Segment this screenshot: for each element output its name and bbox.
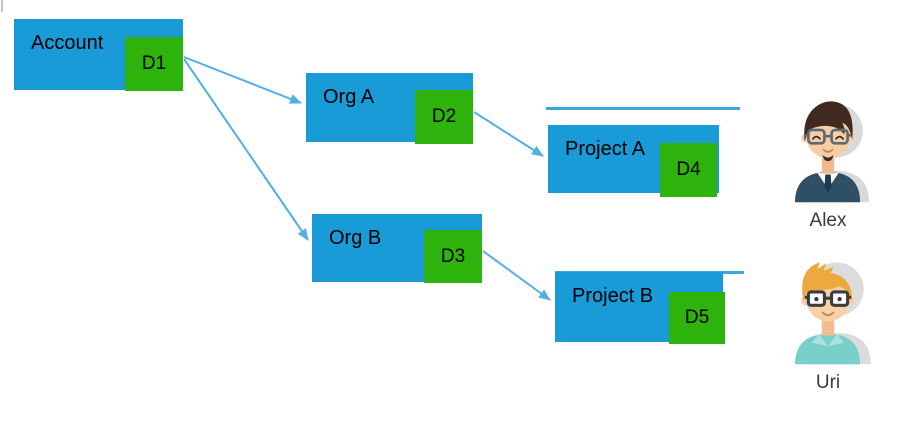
node-project-b[interactable]: Project B D5 (555, 272, 725, 344)
arrow-account-to-org-b (183, 58, 309, 241)
badge-label: D5 (684, 307, 710, 328)
arrow-org-b-to-project-b (482, 250, 551, 301)
badge-d1[interactable]: D1 (125, 37, 183, 91)
alex-avatar-icon (783, 88, 873, 204)
badge-d4[interactable]: D4 (660, 143, 717, 197)
badge-label: D3 (440, 245, 466, 267)
node-account[interactable]: Account D1 (14, 19, 183, 91)
uri-avatar-icon (783, 250, 873, 366)
badge-d3[interactable]: D3 (424, 230, 482, 283)
badge-label: D4 (676, 159, 701, 180)
node-label: Org B (329, 227, 382, 249)
node-label: Org A (323, 86, 375, 108)
user-uri: Uri (780, 250, 876, 394)
user-name-uri: Uri (815, 372, 841, 393)
arrow-org-a-to-project-a (473, 111, 544, 157)
badge-d5[interactable]: D5 (669, 292, 725, 344)
user-alex: Alex (780, 88, 876, 232)
screenshot-corner-artifact (1, 0, 3, 12)
badge-label: D2 (431, 106, 457, 127)
badge-label: D1 (141, 53, 167, 74)
user-name-alex: Alex (809, 210, 847, 231)
badge-d2[interactable]: D2 (415, 90, 473, 144)
node-org-b[interactable]: Org B D3 (312, 214, 482, 283)
node-org-a[interactable]: Org A D2 (306, 73, 473, 144)
node-label: Project B (572, 285, 654, 307)
node-project-a[interactable]: Project A D4 (548, 125, 719, 197)
thin-line-above-project-a (546, 107, 740, 110)
arrow-account-to-org-a (183, 56, 302, 104)
node-label: Project A (565, 138, 646, 160)
node-label: Account (31, 32, 104, 54)
